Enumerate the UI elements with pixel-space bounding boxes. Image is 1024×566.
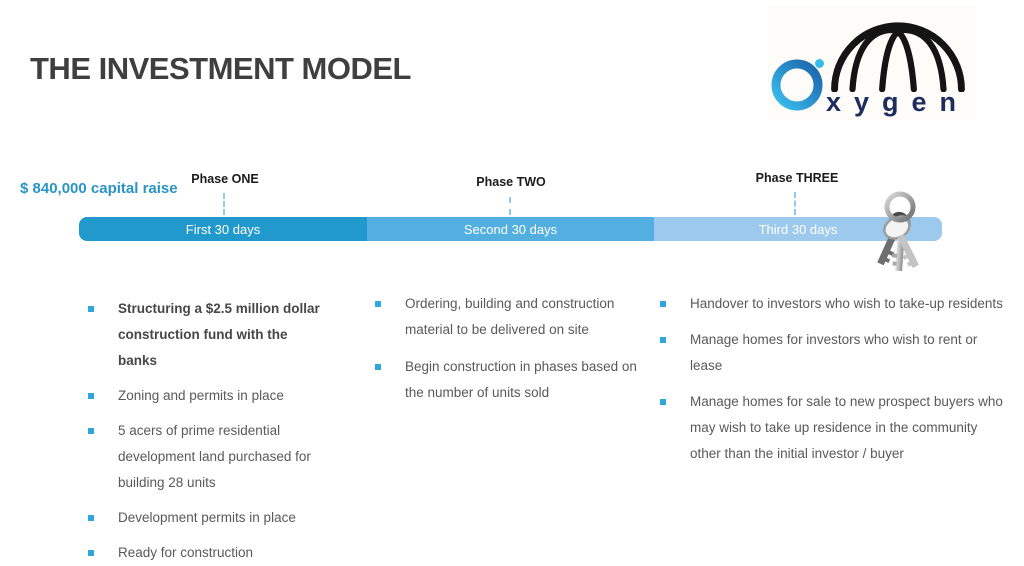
bullet-square-icon (660, 337, 666, 343)
o-ring-icon (771, 59, 823, 111)
list-item-text: 5 acers of prime residential development… (118, 423, 311, 490)
dome-arches-icon (831, 22, 965, 92)
bullet-square-icon (375, 301, 381, 307)
timeline-segment-second: Second 30 days (367, 217, 654, 241)
phase-two-label: Phase TWO (476, 175, 546, 189)
bullet-square-icon (88, 550, 94, 556)
page-title: THE INVESTMENT MODEL (30, 51, 411, 86)
bullet-square-icon (88, 393, 94, 399)
list-item: Zoning and permits in place (88, 383, 328, 409)
phase-one-connector (223, 193, 225, 215)
bullet-square-icon (660, 399, 666, 405)
list-item: Begin construction in phases based on th… (375, 354, 645, 406)
bullet-square-icon (88, 428, 94, 434)
list-item-text: Ready for construction (118, 545, 254, 560)
logo-wordmark: xygen (826, 87, 970, 117)
phase-two-connector (509, 197, 511, 215)
list-item-text: Ordering, building and construction mate… (405, 296, 615, 337)
phase-three-connector (794, 192, 796, 215)
list-item: Ordering, building and construction mate… (375, 291, 645, 343)
list-item-text: Begin construction in phases based on th… (405, 359, 637, 400)
phase-two-list: Ordering, building and construction mate… (375, 291, 645, 417)
list-item: Manage homes for sale to new prospect bu… (660, 389, 1005, 467)
list-item: Manage homes for investors who wish to r… (660, 327, 1005, 379)
phase-three-list: Handover to investors who wish to take-u… (660, 291, 1005, 477)
list-item-text: Handover to investors who wish to take-u… (690, 296, 1003, 311)
bullet-square-icon (375, 364, 381, 370)
list-item: Structuring a $2.5 million dollar constr… (88, 296, 328, 374)
list-item-text: Zoning and permits in place (118, 388, 284, 403)
dot-icon (815, 59, 824, 68)
list-item: Handover to investors who wish to take-u… (660, 291, 1005, 317)
oxygen-logo: xygen (768, 6, 976, 120)
list-item-text: Manage homes for investors who wish to r… (690, 332, 978, 373)
bullet-square-icon (88, 306, 94, 312)
list-item-text: Structuring a $2.5 million dollar constr… (118, 301, 320, 368)
list-item: Development permits in place (88, 505, 328, 531)
list-item: Ready for construction (88, 540, 328, 566)
timeline-segment-first: First 30 days (79, 217, 367, 241)
capital-raise-label: $ 840,000 capital raise (20, 180, 178, 197)
phase-one-list: Structuring a $2.5 million dollar constr… (88, 296, 328, 566)
bullet-square-icon (660, 301, 666, 307)
timeline-bar: First 30 days Second 30 days Third 30 da… (79, 217, 942, 241)
phase-three-label: Phase THREE (755, 171, 839, 185)
keys-icon (877, 191, 919, 272)
bullet-square-icon (88, 515, 94, 521)
list-item-text: Development permits in place (118, 510, 296, 525)
list-item-text: Manage homes for sale to new prospect bu… (690, 394, 1003, 461)
phase-one-label: Phase ONE (191, 172, 259, 186)
list-item: 5 acers of prime residential development… (88, 418, 328, 496)
